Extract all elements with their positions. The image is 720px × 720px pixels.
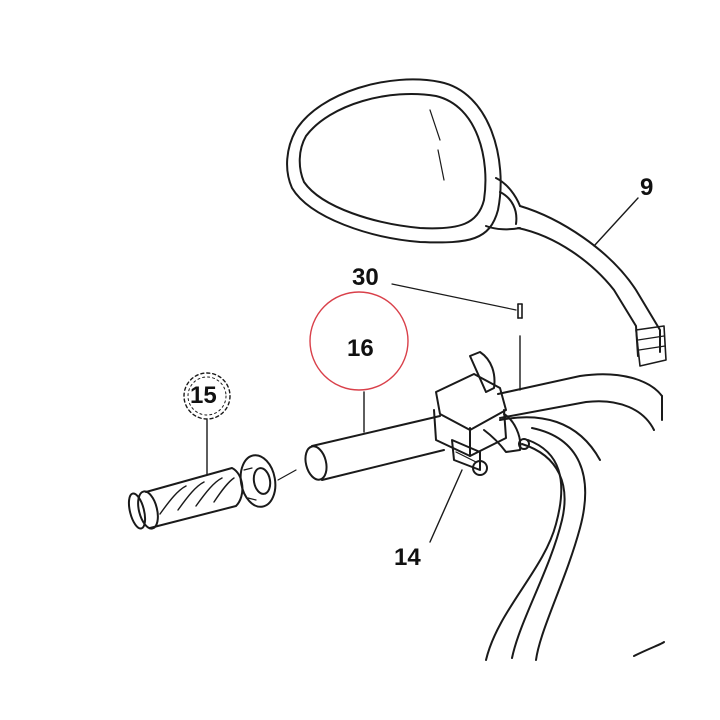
mirror-housing	[286, 78, 502, 244]
part-number-15: 15	[190, 382, 217, 409]
leader-9	[593, 197, 639, 247]
mirror-part	[286, 78, 667, 367]
dashed-circle-15	[183, 372, 231, 420]
part-number-16: 16	[347, 335, 374, 362]
switch-housing-part	[433, 351, 530, 476]
leader-14	[429, 469, 463, 543]
washer-part	[239, 454, 277, 508]
mirror-glass	[298, 92, 487, 230]
highlight-circle-16	[309, 291, 409, 391]
mirror-stem	[519, 205, 661, 353]
pin-part	[517, 303, 523, 319]
grip-part	[127, 467, 244, 530]
leader-30	[391, 283, 517, 311]
mirror-neck	[485, 177, 521, 231]
handlebar	[497, 373, 663, 431]
part-number-9: 9	[640, 174, 654, 201]
leader-washer	[277, 469, 297, 481]
grip-sleeve-part	[304, 415, 445, 481]
cables	[485, 416, 665, 661]
part-number-30: 30	[352, 264, 379, 291]
part-number-14: 14	[394, 544, 421, 571]
